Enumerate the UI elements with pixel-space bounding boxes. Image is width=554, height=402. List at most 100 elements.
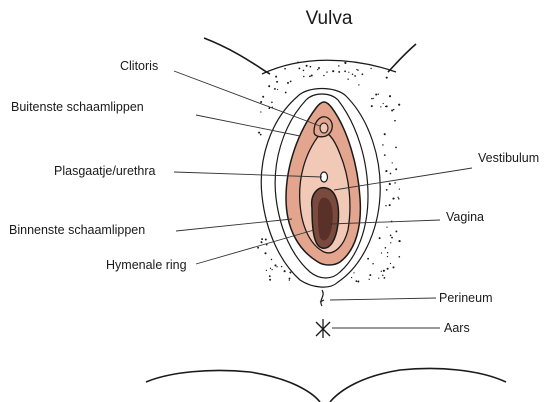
stipple-dot — [384, 154, 386, 156]
stipple-dot — [381, 271, 382, 272]
stipple-dot — [274, 88, 276, 90]
stipple-dot — [265, 238, 267, 240]
stipple-dot — [260, 111, 261, 112]
leader-hymenal-ring — [196, 230, 314, 264]
stipple-dot — [389, 204, 391, 206]
stipple-dot — [390, 173, 392, 175]
thigh-outline-left — [204, 38, 270, 74]
stipple-dot — [271, 259, 272, 260]
stipple-dot — [344, 62, 346, 64]
stipple-dot — [309, 76, 311, 78]
stipple-dot — [392, 162, 393, 163]
stipple-dot — [390, 242, 391, 243]
stipple-dot — [326, 71, 327, 72]
stipple-dot — [289, 272, 291, 274]
stipple-dot — [269, 279, 271, 281]
stipple-dot — [387, 252, 388, 253]
stipple-dot — [298, 67, 300, 69]
leader-inner-labia — [176, 219, 292, 231]
stipple-dot — [356, 280, 358, 282]
stipple-dot — [276, 81, 278, 83]
anus-mark — [316, 319, 330, 338]
buttock-outline-right — [330, 369, 506, 402]
stipple-dot — [390, 263, 391, 264]
diagram-title: Vulva — [0, 8, 554, 30]
stipple-dot — [398, 104, 400, 106]
stipple-dot — [383, 270, 385, 272]
stipple-dot — [297, 61, 298, 62]
stipple-dot — [260, 101, 262, 103]
stipple-dot — [370, 68, 371, 69]
stipple-dot — [268, 85, 270, 87]
clitoris-glans — [320, 123, 328, 133]
stipple-dot — [310, 66, 312, 68]
stipple-dot — [393, 266, 395, 268]
stipple-dot — [352, 74, 354, 76]
leader-outer-labia — [196, 115, 300, 136]
stipple-dot — [357, 69, 358, 70]
stipple-dot — [285, 92, 287, 94]
mons-outline — [262, 60, 396, 74]
stipple-dot — [277, 89, 278, 90]
stipple-dot — [358, 84, 359, 85]
stipple-dot — [369, 274, 371, 276]
stipple-dot — [332, 70, 334, 72]
stipple-dot — [284, 68, 286, 70]
stipple-dot — [385, 247, 387, 249]
label-clitoris: Clitoris — [120, 59, 158, 74]
label-anus: Aars — [444, 321, 470, 336]
label-urethral-opening: Plasgaatje/urethra — [54, 164, 155, 179]
buttock-outline-left — [146, 370, 320, 402]
stipple-dot — [306, 65, 308, 67]
perineum-mark — [320, 290, 324, 306]
stipple-dot — [378, 277, 379, 278]
stipple-dot — [264, 252, 266, 254]
stipple-dot — [347, 78, 348, 79]
stipple-dot — [348, 72, 349, 73]
stipple-dot — [380, 106, 381, 107]
stipple-dot — [371, 105, 373, 107]
stipple-dot — [362, 73, 364, 75]
stipple-dot — [303, 70, 305, 72]
stipple-dot — [379, 237, 381, 239]
leader-perineum — [330, 298, 436, 300]
stipple-dot — [261, 242, 263, 244]
stipple-dot — [287, 82, 289, 84]
stipple-dot — [261, 238, 263, 240]
stipple-dot — [369, 279, 370, 280]
stipple-dot — [386, 226, 387, 227]
stipple-dot — [311, 74, 313, 76]
stipple-dot — [389, 95, 391, 97]
stipple-dot — [375, 94, 377, 96]
stipple-dot — [323, 75, 324, 76]
label-vestibulum: Vestibulum — [478, 151, 539, 166]
stipple-dot — [371, 98, 372, 99]
stipple-dot — [281, 266, 282, 267]
stipple-dot — [391, 237, 393, 239]
stipple-dot — [344, 70, 346, 72]
stipple-dot — [260, 134, 262, 136]
stipple-dot — [384, 277, 386, 279]
stipple-dot — [271, 101, 273, 103]
stipple-dot — [385, 106, 386, 107]
stipple-dot — [274, 264, 276, 266]
stipple-dot — [266, 270, 267, 271]
stipple-dot — [338, 71, 340, 73]
stipple-dot — [367, 258, 369, 260]
stipple-dot — [383, 103, 384, 104]
stipple-dot — [397, 197, 398, 198]
stipple-dot — [289, 278, 291, 280]
stipple-dot — [382, 144, 384, 146]
label-inner-labia: Binnenste schaamlippen — [9, 223, 145, 238]
stipple-dot — [393, 109, 394, 110]
stipple-dot — [318, 67, 320, 69]
stipple-dot — [257, 247, 259, 249]
stipple-dot — [290, 81, 292, 83]
stipple-dot — [387, 268, 389, 270]
label-perineum: Perineum — [439, 291, 493, 306]
stipple-dot — [354, 75, 356, 77]
stipple-dot — [372, 263, 373, 264]
label-hymenal-ring: Hymenale ring — [106, 258, 187, 273]
thigh-outline-right — [388, 44, 416, 72]
stipple-dot — [386, 77, 388, 79]
